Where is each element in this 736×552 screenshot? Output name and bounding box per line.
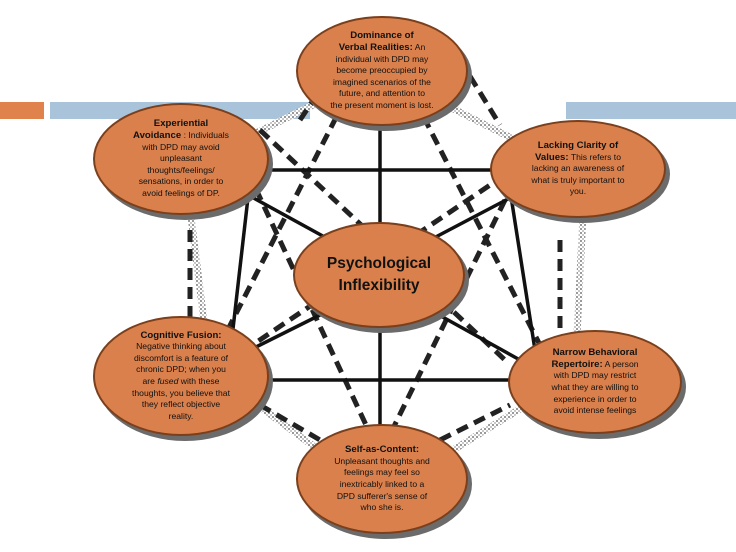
dashed-connector: [245, 170, 383, 457]
dashed-connector: [217, 98, 348, 347]
node-text: avoid feelings of DP.: [142, 187, 220, 198]
node-text: avoid intense feelings: [553, 405, 637, 416]
node-text: chronic DPD; when you: [136, 364, 226, 375]
node-text: An: [414, 42, 426, 53]
node-title: Avoidance: [133, 130, 182, 142]
cognitive-fusion-node: Cognitive Fusion: Negative thinking abou…: [93, 316, 269, 436]
center-title-line2: Inflexibility: [338, 277, 420, 294]
node-title: Experiential: [153, 118, 209, 130]
node-text: what they are willing to: [551, 382, 639, 392]
node-text: reality.: [168, 410, 194, 421]
node-text: with these: [180, 376, 220, 386]
node-text: the present moment is lost.: [330, 99, 434, 110]
node-title: Narrow Behavioral: [552, 347, 638, 359]
node-title: Verbal Realities:: [338, 42, 413, 54]
dominance-of-verbal-realities-node: Dominance of Verbal Realities: An indivi…: [296, 16, 468, 126]
node-text: experience in order to: [553, 393, 637, 404]
node-text: they reflect objective: [141, 399, 221, 410]
node-title: Cognitive Fusion:: [140, 329, 222, 341]
node-text: with DPD may restrict: [553, 370, 637, 381]
node-text: thoughts, you believe that: [132, 387, 230, 398]
node-title: Values:: [534, 151, 569, 163]
node-text: with DPD may avoid: [142, 141, 220, 152]
node-text: what is truly important to: [531, 174, 625, 185]
node-text: sensations, in order to: [138, 176, 224, 187]
node-title: Dominance of: [350, 30, 414, 42]
node-text: DPD sufferer's sense of: [336, 490, 428, 501]
psychological-inflexibility-node: Psychological Inflexibility: [293, 222, 465, 328]
node-text: imagined scenarios of the: [333, 76, 431, 87]
node-text: individual with DPD may: [335, 53, 429, 64]
node-title: Lacking Clarity of: [537, 140, 619, 152]
node-text: inextricably linked to a: [339, 479, 425, 489]
node-text: you.: [569, 186, 587, 197]
dashed-connector: [258, 402, 322, 443]
solid-connector: [228, 179, 252, 356]
node-title: Self-as-Content:: [344, 444, 420, 456]
accent-bar-blue-right: [566, 102, 736, 119]
node-text: Negative thinking about: [136, 341, 226, 352]
center-title-line1: Psychological: [326, 255, 432, 272]
node-text: thoughts/feelings/: [147, 164, 215, 175]
accent-bar-orange-left: [0, 102, 44, 119]
node-title: Repertoire:: [551, 358, 603, 370]
node-text: unpleasant: [159, 153, 203, 164]
node-text: feelings may feel so: [344, 467, 420, 478]
node-text: future, and attention to: [338, 88, 425, 99]
experiential-avoidance-node: Experiential Avoidance : Individuals wit…: [93, 103, 269, 215]
node-text: become preoccupied by: [336, 65, 428, 76]
dashed-connector: [228, 172, 507, 363]
node-text: who she is.: [360, 502, 404, 513]
dashed-connector: [412, 98, 543, 347]
solid-connector: [429, 308, 521, 362]
node-text: This refers to: [570, 151, 621, 162]
dashed-connector: [438, 402, 512, 443]
node-text: lacking an awareness of: [531, 163, 625, 174]
node-text: A person: [604, 358, 639, 369]
self-as-content-node: Self-as-Content: Unpleasant thoughts and…: [296, 424, 468, 534]
node-text: discomfort is a feature of: [133, 352, 229, 363]
node-text-emphasis: fused: [157, 376, 179, 386]
node-text: are: [142, 376, 155, 386]
solid-connector: [508, 189, 537, 351]
node-text: : Individuals: [183, 130, 229, 141]
dashed-connector: [377, 198, 508, 457]
narrow-behavioral-repertoire-node: Narrow Behavioral Repertoire: A person w…: [508, 330, 682, 434]
dashed-connector: [457, 58, 503, 127]
node-text: Unpleasant thoughts and: [334, 455, 430, 466]
lacking-clarity-of-values-node: Lacking Clarity of Values: This refers t…: [490, 120, 666, 218]
